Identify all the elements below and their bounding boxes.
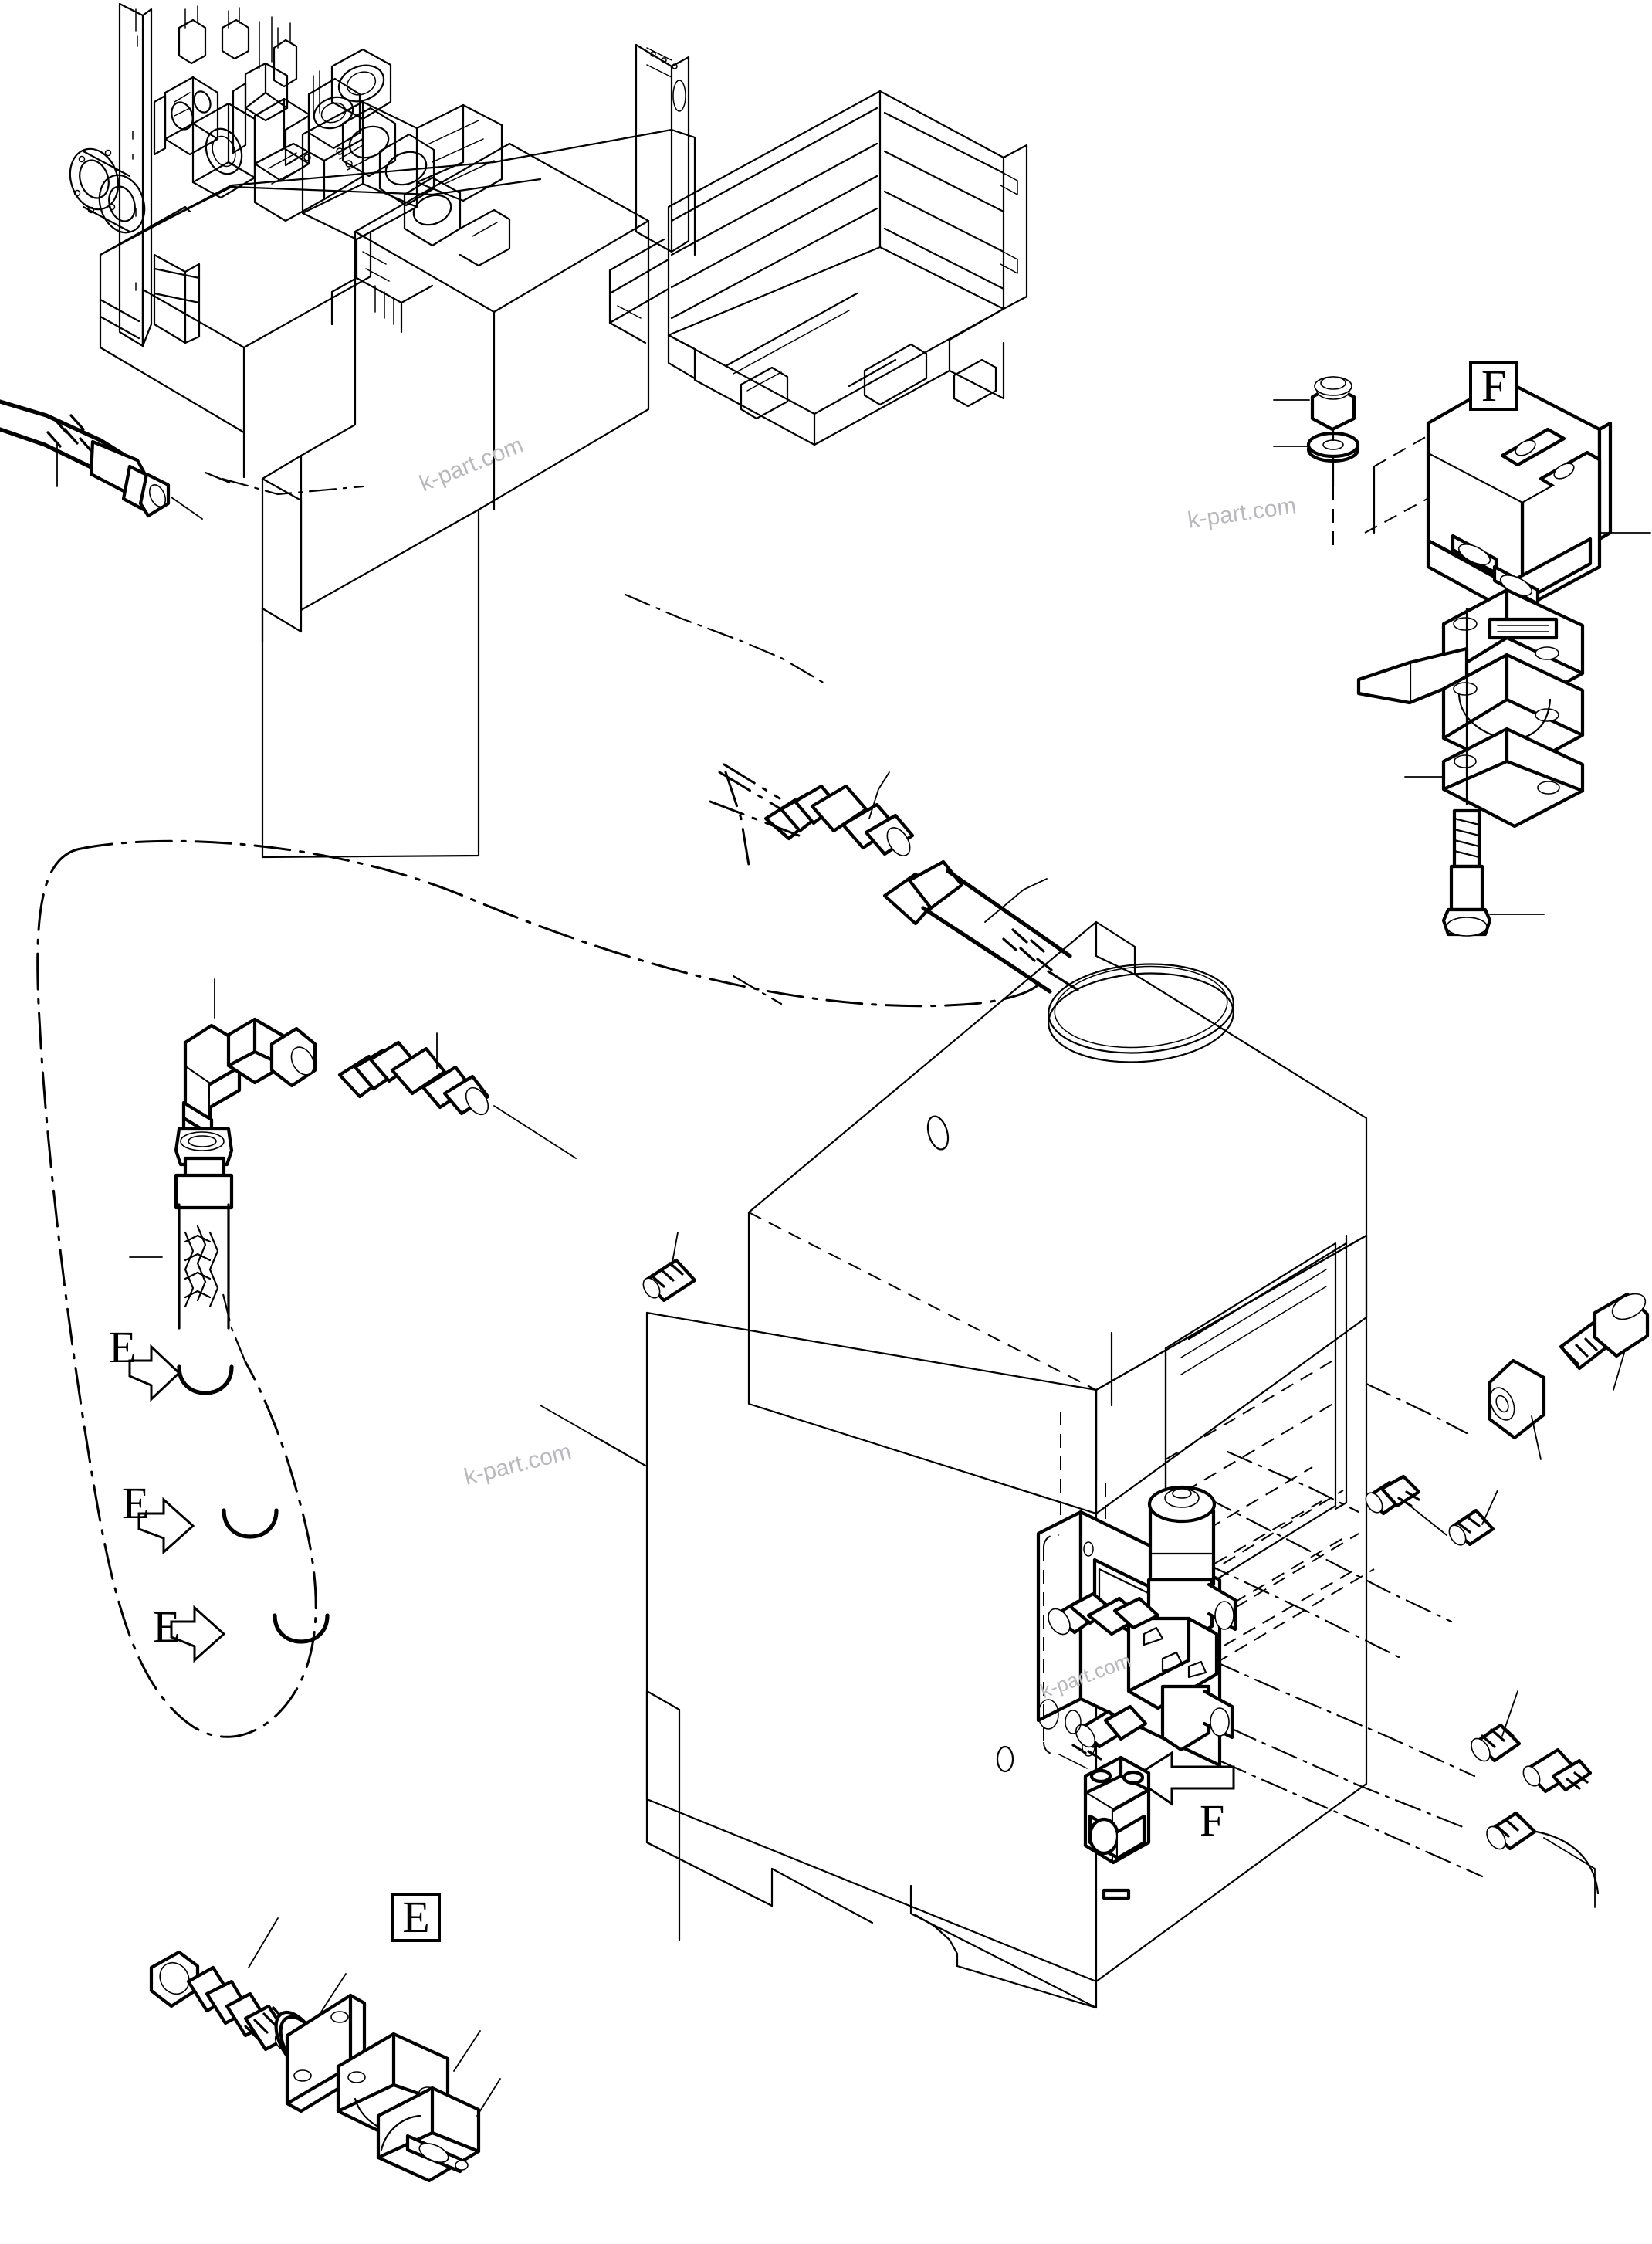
hose-mid-assembly — [763, 771, 1079, 994]
fitting-right-lower-1 — [1471, 1690, 1593, 1794]
detail-e-assembly — [149, 1917, 501, 2183]
callout-arrow-e3 — [170, 1605, 226, 1663]
callout-box-e: E — [391, 1893, 441, 1942]
callout-box-f: F — [1469, 361, 1518, 411]
callout-arrow-e1 — [128, 1344, 181, 1402]
fitting-left-of-tank — [1448, 1490, 1498, 1547]
mounting-bracket — [1426, 378, 1651, 612]
hydraulic-tank — [593, 920, 1375, 2009]
clamp-position-markers — [177, 1364, 330, 1644]
cover-plate-lower — [1404, 727, 1585, 829]
valve-block-assembly — [1036, 1485, 1237, 1900]
cooler-grille — [667, 90, 1028, 446]
engine-manifold — [284, 48, 511, 334]
callout-arrow-f — [1131, 1751, 1235, 1806]
callout-arrow-e2 — [137, 1497, 195, 1555]
callout-letter-f: F — [1200, 1795, 1225, 1846]
callout-letter-e3: E — [153, 1602, 181, 1652]
pump-cluster — [153, 5, 310, 199]
flange-port — [69, 147, 146, 234]
flat-washer-upper — [1273, 431, 1360, 463]
spacer-and-bolt-right — [1488, 1292, 1650, 1460]
elbow-hose-assembly — [129, 978, 577, 1330]
lock-nut-upper — [1273, 376, 1356, 432]
detail-f-assembly — [1273, 376, 1651, 937]
valve-hose-stub — [1038, 1699, 1148, 1761]
callout-letter-e1: E — [109, 1322, 137, 1372]
hose-routing-lines — [36, 471, 1484, 1878]
fitting-right-upper — [1365, 1474, 1447, 1536]
fitting-right-lower-2 — [1486, 1811, 1600, 1908]
valve-port-elbow — [1048, 1591, 1160, 1636]
hex-bolt-e — [149, 1917, 291, 2052]
hose-bracket-small — [1083, 1755, 1151, 1865]
callout-letter-e2: E — [122, 1478, 150, 1528]
counterweight-box — [261, 142, 650, 859]
machine-frame-assembly — [0, 2, 1028, 520]
adapter-left-tank — [540, 1232, 697, 1437]
hose-upper-left — [0, 399, 203, 520]
hex-bolt-f — [1441, 808, 1545, 937]
solenoid-valve — [1126, 1485, 1237, 1752]
clamp-halves-e — [336, 2030, 501, 2183]
